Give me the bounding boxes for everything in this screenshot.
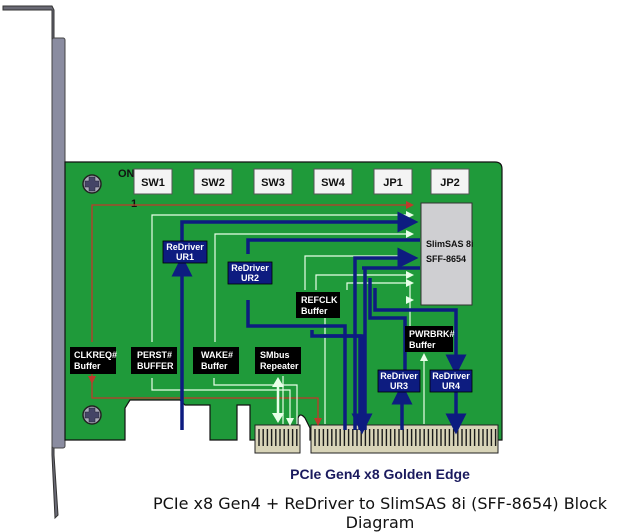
svg-text:JP2: JP2 (440, 177, 460, 189)
svg-text:UR2: UR2 (241, 273, 259, 283)
switch-jp1: JP1 (373, 168, 413, 195)
smbus-repeater: SMbus Repeater (255, 347, 301, 374)
redriver-ur3: ReDriver UR3 (377, 369, 421, 393)
svg-text:Buffer: Buffer (201, 361, 228, 371)
redriver-ur4: ReDriver UR4 (429, 369, 473, 393)
golden-edge-label: PCIe Gen4 x8 Golden Edge (290, 466, 470, 482)
pwrbrk-buffer: PWRBRK# Buffer (405, 326, 455, 352)
wake-buffer: WAKE# Buffer (193, 347, 239, 374)
switch-jp2: JP2 (430, 168, 470, 195)
perst-buffer: PERST# BUFFER (131, 347, 177, 374)
switch-sw2: SW2 (193, 168, 233, 195)
svg-text:SMbus: SMbus (260, 350, 290, 360)
svg-text:UR3: UR3 (390, 381, 408, 391)
screw-icon (82, 405, 102, 425)
svg-text:ReDriver: ReDriver (166, 242, 204, 252)
pci-bracket (2, 5, 66, 520)
svg-text:REFCLK: REFCLK (301, 295, 338, 305)
svg-text:WAKE#: WAKE# (201, 350, 233, 360)
sideband-lines (151, 211, 428, 426)
svg-text:CLKREQ#: CLKREQ# (74, 350, 117, 360)
switch-sw1: SW1 (133, 168, 173, 195)
diagram-caption: PCIe x8 Gen4 + ReDriver to SlimSAS 8i (S… (153, 494, 607, 532)
svg-text:SW2: SW2 (201, 177, 225, 189)
switch-sw3: SW3 (253, 168, 293, 195)
svg-text:ReDriver: ReDriver (231, 263, 269, 273)
clkreq-buffer: CLKREQ# Buffer (70, 347, 117, 374)
smbus-arrow (272, 377, 284, 423)
svg-text:ReDriver: ReDriver (380, 371, 418, 381)
pin1-label: 1 (131, 198, 137, 210)
svg-text:PWRBRK#: PWRBRK# (409, 329, 455, 339)
svg-text:Buffer: Buffer (409, 340, 436, 350)
svg-text:JP1: JP1 (383, 177, 403, 189)
slimsas-connector: SlimSAS 8i SFF-8654 (420, 202, 474, 306)
connector-spec: SFF-8654 (426, 254, 466, 264)
svg-text:Buffer: Buffer (301, 306, 328, 316)
svg-text:Repeater: Repeater (260, 361, 299, 371)
svg-text:BUFFER: BUFFER (137, 361, 174, 371)
connector-name: SlimSAS 8i (426, 239, 474, 249)
svg-text:PERST#: PERST# (137, 350, 172, 360)
switch-sw4: SW4 (313, 168, 353, 195)
screw-icon (82, 174, 102, 194)
refclk-buffer: REFCLK Buffer (296, 292, 340, 318)
svg-text:SW3: SW3 (261, 177, 285, 189)
svg-text:UR4: UR4 (442, 381, 460, 391)
svg-text:Buffer: Buffer (74, 361, 101, 371)
pcie-lanes (171, 211, 467, 435)
on-label: ON (118, 168, 135, 180)
redriver-ur1: ReDriver UR1 (162, 240, 208, 264)
svg-text:UR1: UR1 (176, 252, 194, 262)
svg-text:ReDriver: ReDriver (432, 371, 470, 381)
gold-edge-fingers (254, 424, 499, 454)
svg-text:SW4: SW4 (321, 177, 346, 189)
svg-text:SW1: SW1 (141, 177, 165, 189)
redriver-ur2: ReDriver UR2 (227, 261, 273, 285)
